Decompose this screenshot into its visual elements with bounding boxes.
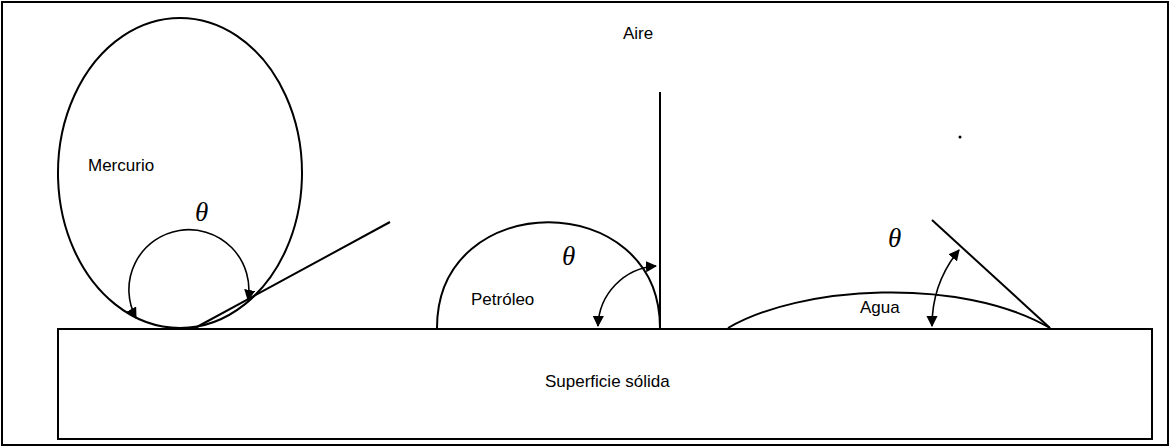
tangent-line xyxy=(659,92,661,328)
angle-symbol: θ xyxy=(195,196,208,228)
medium-label: Aire xyxy=(623,24,653,44)
petroleum-drop: Petróleo xyxy=(437,222,660,328)
angle-symbol: θ xyxy=(562,240,575,272)
dot xyxy=(959,136,962,139)
angle-arc xyxy=(129,230,249,318)
node-text: Agua xyxy=(860,298,900,318)
tangent-line xyxy=(195,222,390,328)
drop-outline-path xyxy=(728,292,1050,328)
drop-outline xyxy=(437,222,660,328)
water-drop: Agua xyxy=(728,286,1050,328)
tangent-line xyxy=(932,220,1050,328)
node-text: Mercurio xyxy=(88,156,154,176)
mercury-drop: Mercurio xyxy=(58,18,302,328)
drop-outline-path xyxy=(58,18,302,328)
angle-arc xyxy=(932,250,959,326)
angle-symbol: θ xyxy=(888,222,901,254)
node-text: Petróleo xyxy=(471,290,534,310)
drop-outline-path xyxy=(437,222,660,328)
node-text: Superficie sólida xyxy=(545,372,670,392)
solid-surface: Superficie sólida xyxy=(57,328,1153,440)
